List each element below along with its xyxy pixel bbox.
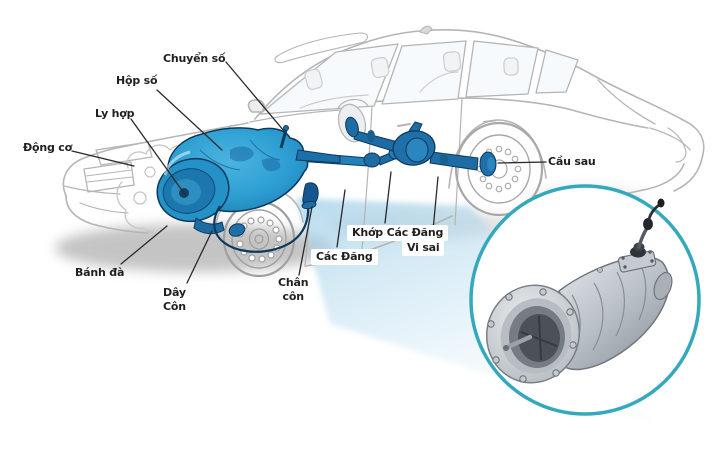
callout-chan-con: [298, 206, 313, 276]
rear-axle: [345, 116, 497, 177]
rear-hub: [479, 151, 497, 177]
callout-ly-hop: [130, 118, 187, 197]
engine-gearbox-assembly: [156, 125, 341, 237]
gearbox-render: [485, 198, 673, 384]
clutch-pedal: [301, 182, 319, 210]
callout-khop-cac-dang: [384, 171, 392, 224]
callout-chuyen-so: [225, 61, 285, 132]
callout-cac-dang: [336, 189, 346, 248]
clutch-cable: [213, 202, 310, 253]
shift-lever: [617, 198, 665, 273]
callout-banh-da: [120, 225, 168, 265]
callout-lines: [71, 61, 547, 284]
gearbox-inset: [469, 184, 701, 416]
drivetrain-highlight: [156, 116, 497, 253]
callout-cau-sau: [497, 161, 547, 164]
callout-dong-co: [71, 150, 135, 167]
interior-seats: [299, 51, 519, 109]
input-shaft: [505, 334, 533, 350]
bell-housing: [485, 284, 581, 384]
gear-shifter-stub: [279, 129, 288, 149]
callout-hop-so: [156, 89, 223, 151]
callout-day-con: [186, 230, 213, 284]
flywheel-drum: [156, 150, 230, 223]
tail-housing: [653, 271, 673, 301]
